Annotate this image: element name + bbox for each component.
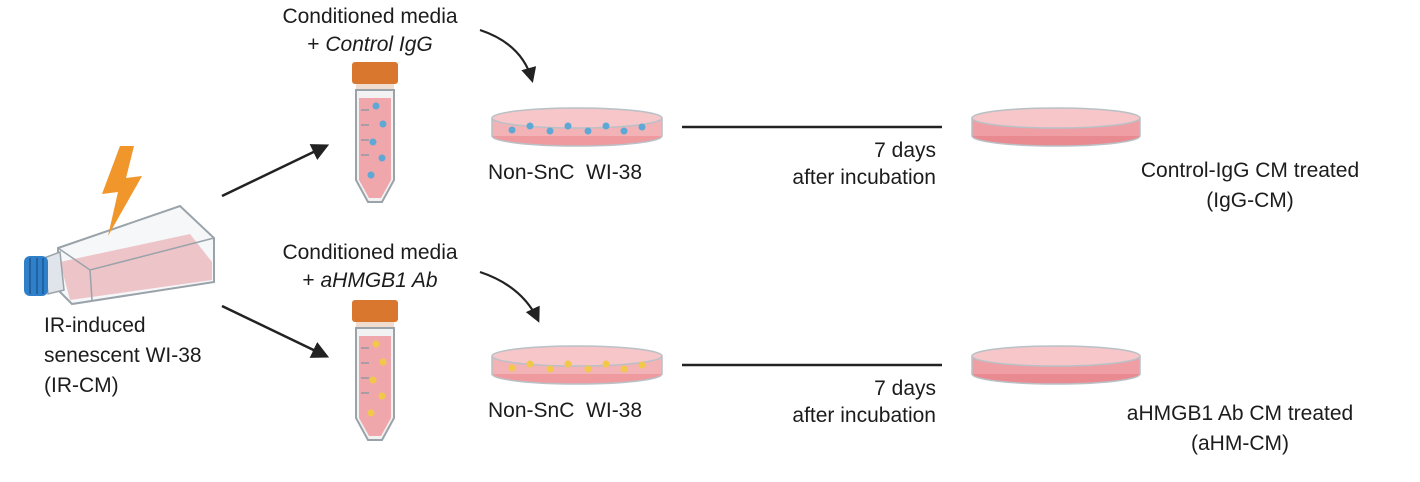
bottom-result-line1: aHMGB1 Ab CM treated [1126,402,1354,425]
top-media-line2: + Control IgG [307,33,433,56]
source-label-line3: (IR-CM) [44,374,119,397]
bottom-incubation-note: after incubation [792,404,936,427]
top-result-line2: (IgG-CM) [1206,189,1294,212]
top-incubation-days: 7 days [874,139,936,162]
flask-icon [24,204,215,306]
top-media-line1: Conditioned media [282,5,458,28]
bottom-media-line1: Conditioned media [282,241,458,264]
curved-arrow-top [479,28,537,83]
arrow-to-top-tube [221,144,330,198]
source-label-line1: IR-induced [44,314,146,337]
dish-bottom-result [971,345,1141,385]
source-label-line2: senescent WI-38 [44,344,202,367]
top-dish-label: Non-SnC WI-38 [488,161,643,184]
top-result-line1: Control-IgG CM treated [1140,159,1360,182]
curved-arrow-bottom [479,270,540,323]
lightning-icon [102,146,142,236]
top-incubation-note: after incubation [792,166,936,189]
tube-control-igg [352,62,398,203]
bottom-incubation-days: 7 days [874,377,936,400]
dish-top-seeded [491,107,663,147]
top-media-antibody: Control IgG [325,33,433,56]
bottom-result-line2: (aHM-CM) [1191,432,1289,455]
dish-top-result [971,107,1141,147]
bottom-dish-label: Non-SnC WI-38 [488,399,643,422]
arrow-to-bottom-tube [221,304,330,358]
bottom-media-line2: + aHMGB1 Ab [302,269,438,292]
bottom-media-antibody: aHMGB1 Ab [320,269,438,292]
dish-bottom-seeded [491,345,663,385]
tube-ahmgb1 [352,300,398,441]
